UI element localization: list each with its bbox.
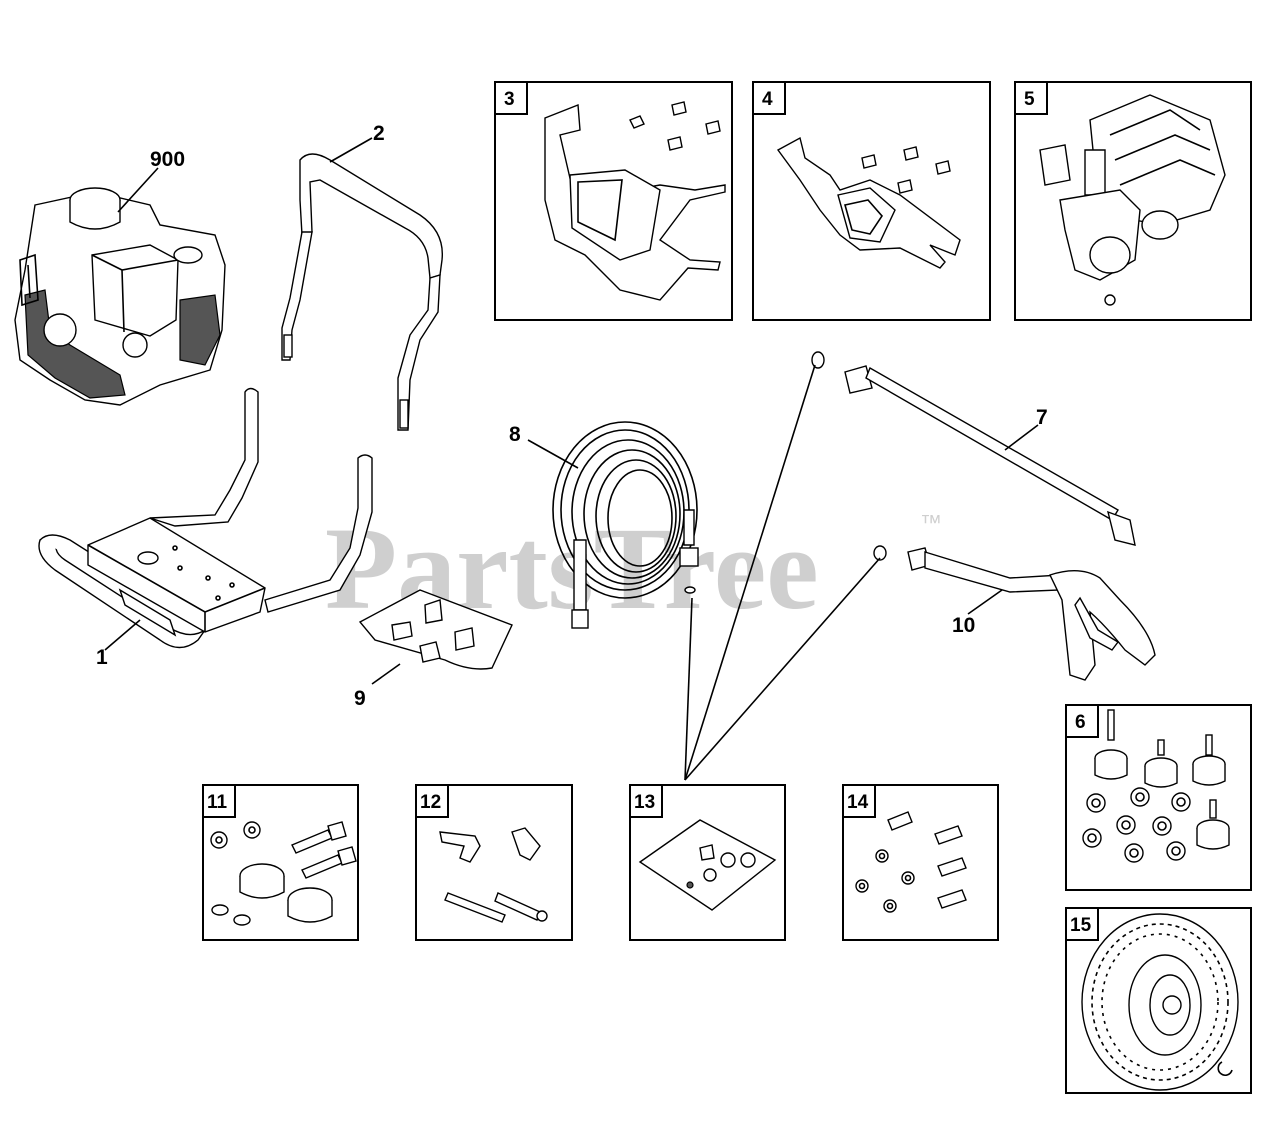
box-12-number: 12 (420, 792, 441, 813)
callout-1: 1 (96, 646, 108, 669)
box-3-number: 3 (504, 89, 515, 110)
parts-box-15[interactable]: 15 (1065, 907, 1252, 1094)
parts-box-5[interactable]: 5 (1014, 81, 1252, 321)
callout-2: 2 (373, 122, 385, 145)
parts-box-6[interactable]: 6 (1065, 704, 1252, 891)
box-11-number: 11 (207, 792, 228, 813)
box-6-number: 6 (1075, 712, 1086, 733)
watermark-trademark: ™ (920, 510, 942, 535)
parts-box-12[interactable]: 12 (415, 784, 573, 941)
engine-part[interactable] (14, 187, 226, 406)
box-4-number: 4 (762, 89, 773, 110)
box-15-number: 15 (1070, 915, 1092, 936)
box-13-number: 13 (634, 792, 655, 813)
parts-box-3[interactable]: 3 (494, 81, 733, 321)
box-5-number: 5 (1024, 89, 1035, 110)
hose-part[interactable] (552, 421, 699, 629)
box-13-leaders (684, 364, 881, 781)
wand-part[interactable] (811, 351, 1136, 546)
fitting-bag-part[interactable] (358, 589, 513, 670)
parts-box-11[interactable]: 11 (202, 784, 359, 941)
callout-9: 9 (354, 687, 366, 710)
callout-7: 7 (1036, 406, 1048, 429)
box-14-number: 14 (847, 792, 869, 813)
parts-box-13[interactable]: 13 (629, 784, 786, 941)
parts-box-14[interactable]: 14 (842, 784, 999, 941)
frame-part[interactable] (38, 387, 373, 649)
callout-10: 10 (952, 614, 975, 637)
handle-part[interactable] (281, 153, 444, 431)
callout-8: 8 (509, 423, 521, 446)
spray-gun-part[interactable] (873, 545, 1156, 681)
parts-box-4[interactable]: 4 (752, 81, 991, 321)
callout-900: 900 (150, 148, 185, 171)
